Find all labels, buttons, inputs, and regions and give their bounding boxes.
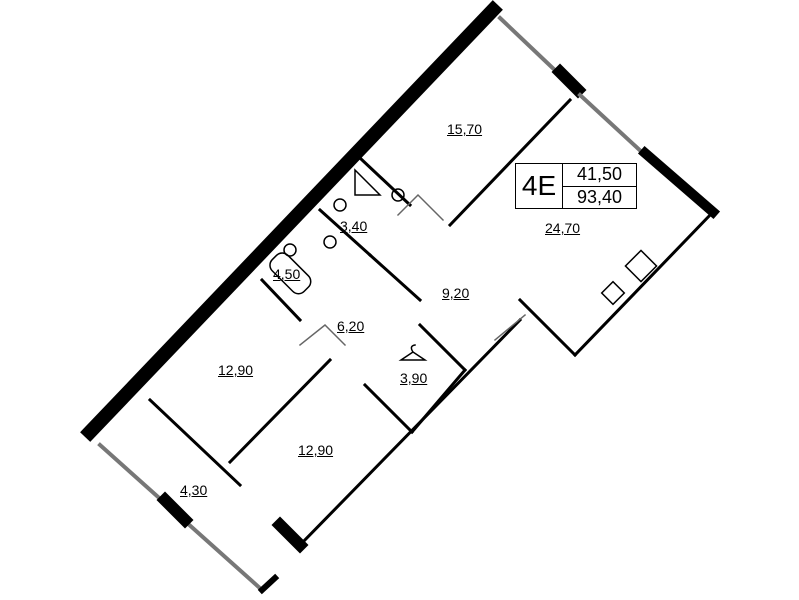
outer-wall-right bbox=[637, 145, 721, 220]
wall-wardrobe-top bbox=[417, 322, 468, 373]
wall-bottom bbox=[297, 317, 523, 548]
room-area-label: 9,20 bbox=[442, 285, 470, 301]
wall-bath-top bbox=[357, 155, 413, 208]
wall-balcony-inner bbox=[147, 397, 243, 488]
wall-pier bbox=[551, 63, 587, 99]
wall-hall bbox=[367, 252, 423, 303]
wall-bedrooms bbox=[227, 357, 333, 465]
room-area-label: 12,90 bbox=[298, 442, 334, 458]
toilet-icon bbox=[333, 198, 347, 212]
sink-icon bbox=[391, 188, 405, 202]
hanger-icon bbox=[398, 344, 428, 361]
room-area-label: 15,70 bbox=[447, 121, 483, 137]
wall-bath-mid bbox=[317, 207, 373, 258]
door-swing bbox=[298, 193, 527, 347]
kitchen-sink-icon bbox=[600, 280, 626, 306]
apartment-code: 4E bbox=[516, 164, 563, 208]
wall-kitchen-bottom bbox=[572, 209, 716, 358]
total-area: 93,40 bbox=[576, 186, 623, 207]
stove-icon bbox=[624, 249, 658, 283]
window-right bbox=[577, 92, 648, 158]
room-area-label: 4,50 bbox=[273, 266, 301, 282]
bathtub-icon bbox=[269, 252, 312, 295]
shower-icon bbox=[354, 168, 382, 196]
wall-wardrobe-left bbox=[362, 382, 415, 435]
apartment-tag: 4E 41,50 93,40 bbox=[515, 163, 637, 209]
room-area-label: 3,40 bbox=[340, 218, 368, 234]
wall-wardrobe-right bbox=[409, 367, 468, 435]
wall-bottom-pier bbox=[271, 516, 309, 554]
balcony-pier bbox=[156, 491, 194, 529]
room-area-label: 12,90 bbox=[218, 362, 254, 378]
room-area-label: 4,30 bbox=[180, 482, 208, 498]
sink-icon bbox=[283, 243, 297, 257]
wall-bath-bottom bbox=[259, 277, 303, 323]
room-area-label: 3,90 bbox=[400, 370, 428, 386]
toilet-icon bbox=[323, 235, 337, 249]
room-area-label: 6,20 bbox=[337, 318, 365, 334]
balcony-end bbox=[257, 573, 280, 595]
living-area: 41,50 bbox=[563, 164, 636, 187]
window-top bbox=[497, 15, 563, 78]
outer-wall-main bbox=[80, 0, 503, 442]
room-area-label: 24,70 bbox=[545, 220, 581, 236]
wall-kitchen-left bbox=[517, 297, 578, 358]
wall-living-room bbox=[447, 97, 573, 228]
